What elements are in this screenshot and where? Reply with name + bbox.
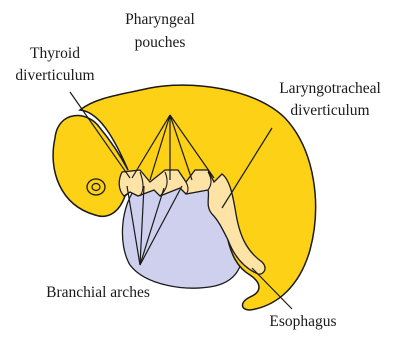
label-laryngotracheal: Laryngotracheal	[279, 80, 381, 97]
label-pouches: pouches	[135, 34, 186, 51]
label-thyroid-diverticulum: diverticulum	[15, 67, 94, 84]
label-thyroid: Thyroid	[30, 45, 80, 62]
label-esophagus: Esophagus	[269, 313, 336, 330]
label-laryngotracheal-diverticulum: diverticulum	[290, 102, 369, 119]
label-pharyngeal: Pharyngeal	[125, 11, 195, 28]
label-branchial-arches: Branchial arches	[46, 284, 150, 301]
